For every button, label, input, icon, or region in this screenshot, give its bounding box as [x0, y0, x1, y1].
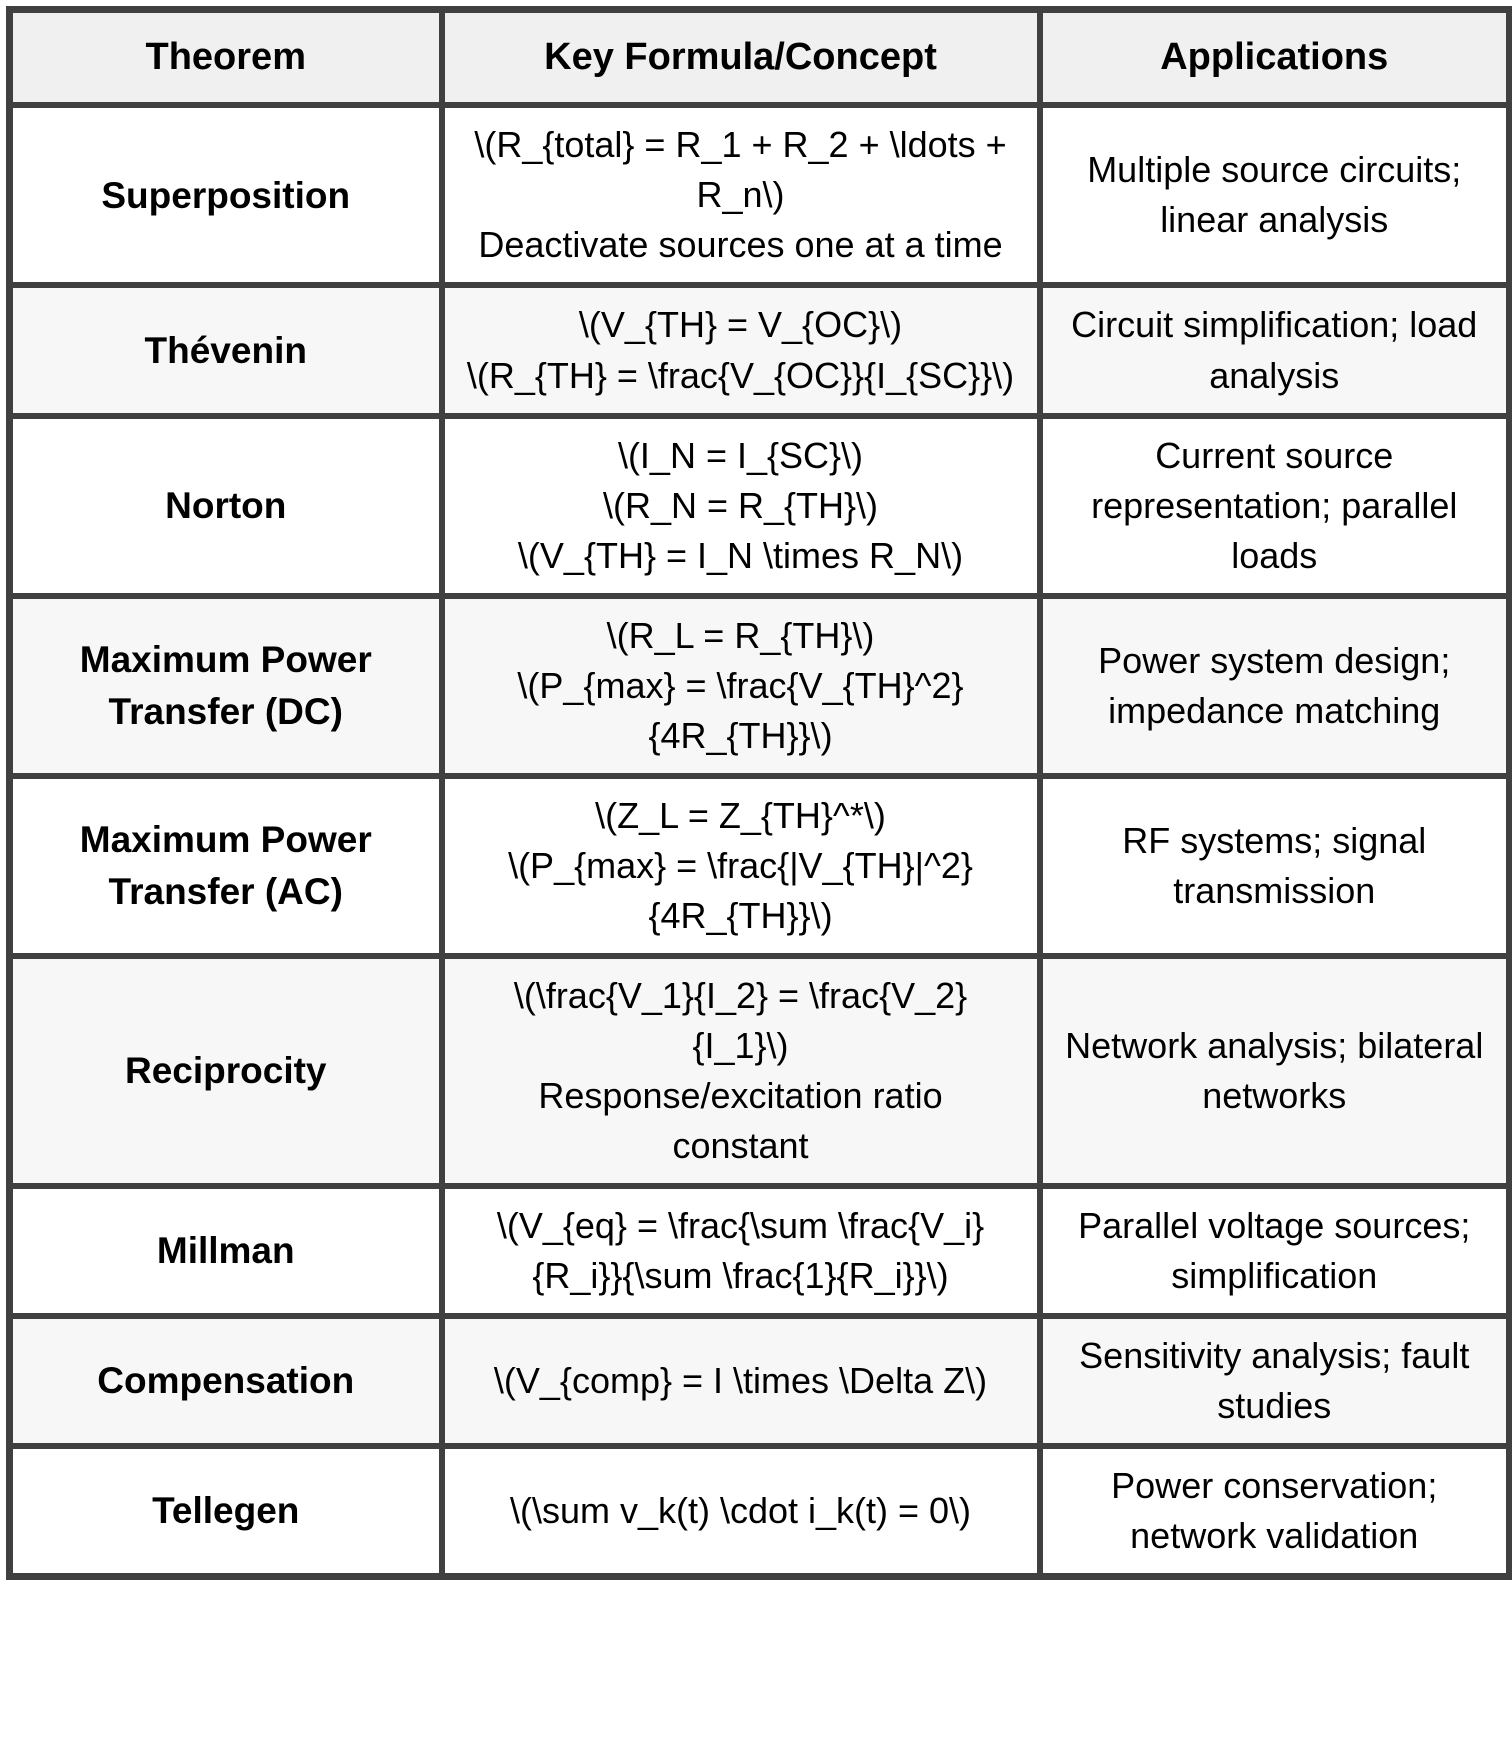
formula-cell: \(\sum v_k(t) \cdot i_k(t) = 0\) — [438, 1443, 1043, 1580]
formula-cell: \(\frac{V_1}{I_2} = \frac{V_2}{I_1}\) Re… — [438, 952, 1043, 1189]
column-header-theorem: Theorem — [6, 6, 445, 109]
column-header-applications: Applications — [1036, 6, 1512, 109]
applications-cell: Sensitivity analysis; fault studies — [1036, 1313, 1512, 1450]
table-row: Thévenin \(V_{TH} = V_{OC}\) \(R_{TH} = … — [6, 282, 1512, 419]
applications-cell: Power system design; impedance matching — [1036, 592, 1512, 779]
header-row: Theorem Key Formula/Concept Applications — [6, 6, 1512, 109]
table-row: Maximum Power Transfer (AC) \(Z_L = Z_{T… — [6, 772, 1512, 959]
applications-cell: Power conservation; network validation — [1036, 1443, 1512, 1580]
applications-cell: RF systems; signal transmission — [1036, 772, 1512, 959]
table-row: Maximum Power Transfer (DC) \(R_L = R_{T… — [6, 592, 1512, 779]
table-row: Reciprocity \(\frac{V_1}{I_2} = \frac{V_… — [6, 952, 1512, 1189]
page: Theorem Key Formula/Concept Applications… — [6, 6, 1512, 1581]
theorem-cell: Superposition — [6, 102, 445, 289]
theorem-cell: Thévenin — [6, 282, 445, 419]
formula-cell: \(I_N = I_{SC}\) \(R_N = R_{TH}\) \(V_{T… — [438, 412, 1043, 599]
theorem-cell: Maximum Power Transfer (AC) — [6, 772, 445, 959]
applications-cell: Current source representation; parallel … — [1036, 412, 1512, 599]
applications-cell: Multiple source circuits; linear analysi… — [1036, 102, 1512, 289]
column-header-key-formula: Key Formula/Concept — [438, 6, 1043, 109]
applications-cell: Parallel voltage sources; simplification — [1036, 1182, 1512, 1320]
theorem-cell: Millman — [6, 1182, 445, 1320]
applications-cell: Network analysis; bilateral networks — [1036, 952, 1512, 1189]
applications-cell: Circuit simplification; load analysis — [1036, 282, 1512, 419]
formula-cell: \(V_{TH} = V_{OC}\) \(R_{TH} = \frac{V_{… — [438, 282, 1043, 419]
formula-cell: \(R_L = R_{TH}\) \(P_{max} = \frac{V_{TH… — [438, 592, 1043, 779]
formula-cell: \(Z_L = Z_{TH}^*\) \(P_{max} = \frac{|V_… — [438, 772, 1043, 959]
formula-cell: \(V_{eq} = \frac{\sum \frac{V_i}{R_i}}{\… — [438, 1182, 1043, 1320]
formula-cell: \(V_{comp} = I \times \Delta Z\) — [438, 1313, 1043, 1450]
table-row: Millman \(V_{eq} = \frac{\sum \frac{V_i}… — [6, 1182, 1512, 1320]
theorems-table: Theorem Key Formula/Concept Applications… — [6, 6, 1512, 1581]
theorem-cell: Reciprocity — [6, 952, 445, 1189]
table-row: Tellegen \(\sum v_k(t) \cdot i_k(t) = 0\… — [6, 1443, 1512, 1580]
theorem-cell: Norton — [6, 412, 445, 599]
table-row: Norton \(I_N = I_{SC}\) \(R_N = R_{TH}\)… — [6, 412, 1512, 599]
theorem-cell: Compensation — [6, 1313, 445, 1450]
table-row: Compensation \(V_{comp} = I \times \Delt… — [6, 1313, 1512, 1450]
formula-cell: \(R_{total} = R_1 + R_2 + \ldots + R_n\)… — [438, 102, 1043, 289]
theorem-cell: Maximum Power Transfer (DC) — [6, 592, 445, 779]
theorem-cell: Tellegen — [6, 1443, 445, 1580]
table-row: Superposition \(R_{total} = R_1 + R_2 + … — [6, 102, 1512, 289]
